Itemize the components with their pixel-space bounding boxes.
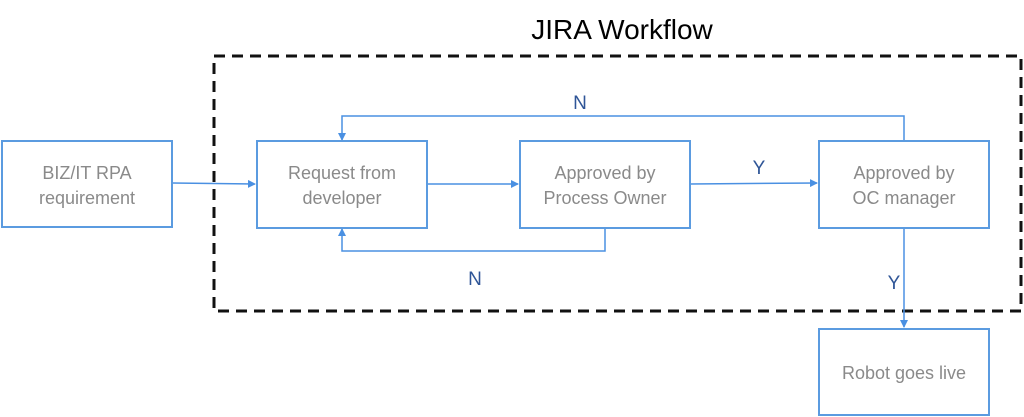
edge-biz-to-request — [171, 179, 256, 188]
node-text: requirement — [39, 188, 135, 208]
node-biz-requirement: BIZ/IT RPA requirement — [1, 140, 173, 228]
edge-label-n-top: N — [573, 93, 587, 114]
jira-boundary — [212, 54, 1023, 313]
node-text: Process Owner — [543, 188, 666, 208]
node-text: Robot goes live — [842, 363, 966, 383]
node-text: Approved by — [554, 163, 655, 183]
edge-oc-to-request — [338, 115, 905, 141]
node-approved-by-process-owner: Approved by Process Owner — [519, 140, 691, 229]
node-text: Approved by — [853, 163, 954, 183]
node-approved-by-oc-manager: Approved by OC manager — [818, 140, 990, 229]
node-text: Request from — [288, 163, 396, 183]
node-request-from-developer: Request from developer — [256, 140, 428, 229]
node-text: OC manager — [852, 188, 955, 208]
node-robot-goes-live: Robot goes live — [818, 328, 990, 416]
node-text: BIZ/IT RPA — [42, 163, 131, 183]
edge-label-y-po: Y — [753, 158, 766, 179]
diagram-title: JIRA Workflow — [531, 14, 713, 45]
edge-label-y-oc: Y — [888, 273, 901, 294]
edge-label-n-bottom: N — [468, 269, 482, 290]
node-text: developer — [302, 188, 381, 208]
edge-po-to-request — [338, 228, 606, 252]
edge-po-to-oc — [689, 179, 818, 188]
